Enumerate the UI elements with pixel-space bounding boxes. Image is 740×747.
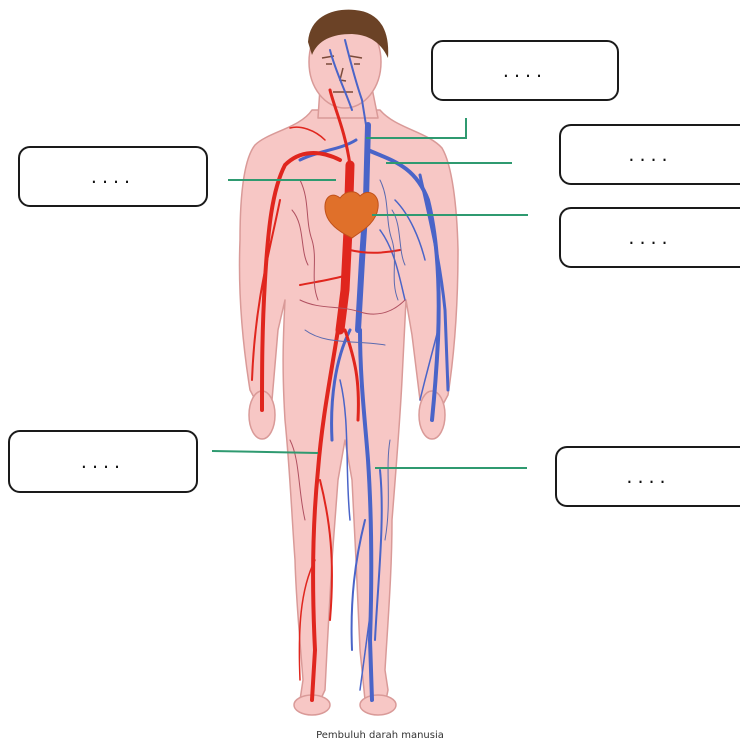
label-box-right-upper[interactable]: ....	[559, 124, 740, 185]
label-box-left-lower[interactable]: ....	[8, 430, 198, 493]
label-box-right-middle[interactable]: ....	[559, 207, 740, 268]
label-box-left-upper[interactable]: ....	[18, 146, 208, 207]
figure-caption: Pembuluh darah manusia	[0, 730, 740, 741]
body-silhouette	[239, 16, 458, 715]
label-box-right-lower[interactable]: ....	[555, 446, 740, 507]
label-box-top-right[interactable]: ....	[431, 40, 619, 101]
